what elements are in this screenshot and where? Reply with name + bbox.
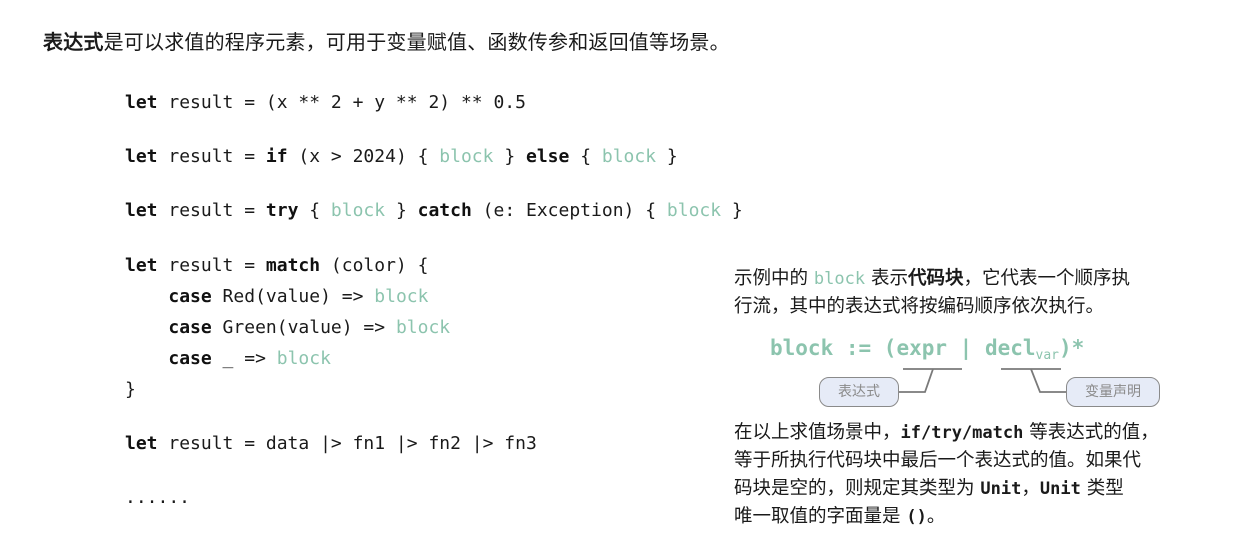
code-text: } — [125, 379, 136, 400]
code-block-placeholder: block — [666, 200, 722, 221]
unit-literal: () — [906, 507, 927, 527]
code-keyword: match — [265, 255, 321, 276]
tag-expression: 表达式 — [819, 377, 899, 407]
evaluation-line-2: 等于所执行代码块中最后一个表达式的值。如果代 — [734, 450, 1142, 471]
evaluation-line-4: 唯一取值的字面量是 ()。 — [734, 503, 1159, 531]
code-text: Green(value) => — [211, 317, 396, 338]
code-text: } — [721, 200, 743, 221]
code-line: case _ => block — [125, 348, 331, 369]
code-text: } — [656, 146, 678, 167]
code-text: result = (x ** 2 + y ** 2) ** 0.5 — [157, 92, 526, 113]
code-block-placeholder: block — [276, 348, 331, 369]
code-text: } — [385, 200, 418, 221]
code-text: result = — [157, 146, 266, 167]
text: ，它代表一个顺序执 — [963, 268, 1130, 289]
code-line: let result = data |> fn1 |> fn2 |> fn3 — [125, 433, 537, 454]
block-keyword: block — [813, 269, 866, 289]
grammar-lhs: block := ( — [770, 336, 897, 360]
unit-type: Unit — [1039, 479, 1081, 499]
text: 类型 — [1080, 478, 1124, 499]
code-line: case Red(value) => block — [125, 286, 428, 307]
code-keyword: let — [125, 146, 158, 167]
tag-variable-declaration: 变量声明 — [1066, 377, 1160, 407]
text: 表示 — [865, 268, 908, 289]
code-keyword: let — [125, 255, 158, 276]
intro-paragraph: 表达式是可以求值的程序元素，可用于变量赋值、函数传参和返回值等场景。 — [43, 28, 730, 56]
code-text: result = data |> fn1 |> fn2 |> fn3 — [157, 433, 537, 454]
code-block-placeholder: block — [330, 200, 386, 221]
text: ， — [1021, 478, 1040, 499]
code-text: (e: Exception) { — [471, 200, 667, 221]
code-block-placeholder: block — [601, 146, 657, 167]
grammar-expr: expr — [896, 336, 948, 360]
code-text: (color) { — [320, 255, 429, 276]
evaluation-explanation: 在以上求值场景中，if/try/match 等表达式的值， 等于所执行代码块中最… — [734, 419, 1159, 531]
evaluation-line-3: 码块是空的，则规定其类型为 Unit，Unit 类型 — [734, 475, 1159, 503]
code-line: ...... — [125, 487, 190, 508]
block-explanation: 示例中的 block 表示代码块，它代表一个顺序执 行流，其中的表达式将按编码顺… — [734, 265, 1130, 321]
unit-type: Unit — [980, 479, 1022, 499]
code-keyword: case — [168, 317, 212, 338]
code-text: { — [298, 200, 331, 221]
code-text: Red(value) => — [211, 286, 375, 307]
code-block-placeholder: block — [395, 317, 451, 338]
intro-text: 是可以求值的程序元素，可用于变量赋值、函数传参和返回值等场景。 — [103, 30, 730, 54]
text: 码块是空的，则规定其类型为 — [734, 478, 981, 499]
grammar-decl: decl — [984, 336, 1036, 360]
code-keyword: let — [125, 92, 158, 113]
code-keyword: try — [265, 200, 299, 221]
grammar-separator: | — [947, 336, 985, 360]
code-block-placeholder: block — [374, 286, 429, 307]
code-block-term: 代码块 — [907, 268, 964, 289]
text: 唯一取值的字面量是 — [734, 506, 907, 527]
code-line: let result = match (color) { — [125, 255, 428, 276]
code-text: ...... — [125, 487, 191, 508]
evaluation-line-1: 在以上求值场景中，if/try/match 等表达式的值， — [734, 419, 1159, 447]
code-text: { — [569, 146, 602, 167]
code-keyword: case — [168, 348, 212, 369]
code-text: } — [493, 146, 526, 167]
block-explanation-line-1: 示例中的 block 表示代码块，它代表一个顺序执 — [734, 265, 1130, 293]
code-line: case Green(value) => block — [125, 317, 450, 338]
code-line: let result = (x ** 2 + y ** 2) ** 0.5 — [125, 92, 526, 113]
keywords-if-try-match: if/try/match — [900, 423, 1024, 443]
intro-term: 表达式 — [43, 30, 104, 54]
code-text: result = — [157, 255, 266, 276]
code-line: let result = try { block } catch (e: Exc… — [125, 200, 743, 221]
code-text: (x > 2024) { — [287, 146, 440, 167]
code-keyword: let — [125, 433, 158, 454]
grammar-tail: )* — [1059, 336, 1085, 360]
block-grammar: block := (expr | declvar)* — [770, 336, 1084, 363]
code-text: result = — [157, 200, 266, 221]
code-keyword: let — [125, 200, 158, 221]
text: 在以上求值场景中， — [734, 422, 901, 443]
text: 等表达式的值， — [1023, 422, 1159, 443]
block-explanation-line-2: 行流，其中的表达式将按编码顺序依次执行。 — [734, 296, 1105, 317]
code-keyword: catch — [417, 200, 472, 221]
code-text: _ => — [211, 348, 277, 369]
grammar-subscript: var — [1035, 348, 1060, 363]
text: 。 — [926, 506, 946, 527]
code-keyword: if — [265, 146, 288, 167]
code-keyword: case — [168, 286, 212, 307]
text: 示例中的 — [734, 268, 814, 289]
code-keyword: else — [526, 146, 570, 167]
code-block-placeholder: block — [439, 146, 494, 167]
code-line: } — [125, 379, 136, 400]
code-line: let result = if (x > 2024) { block } els… — [125, 146, 678, 167]
